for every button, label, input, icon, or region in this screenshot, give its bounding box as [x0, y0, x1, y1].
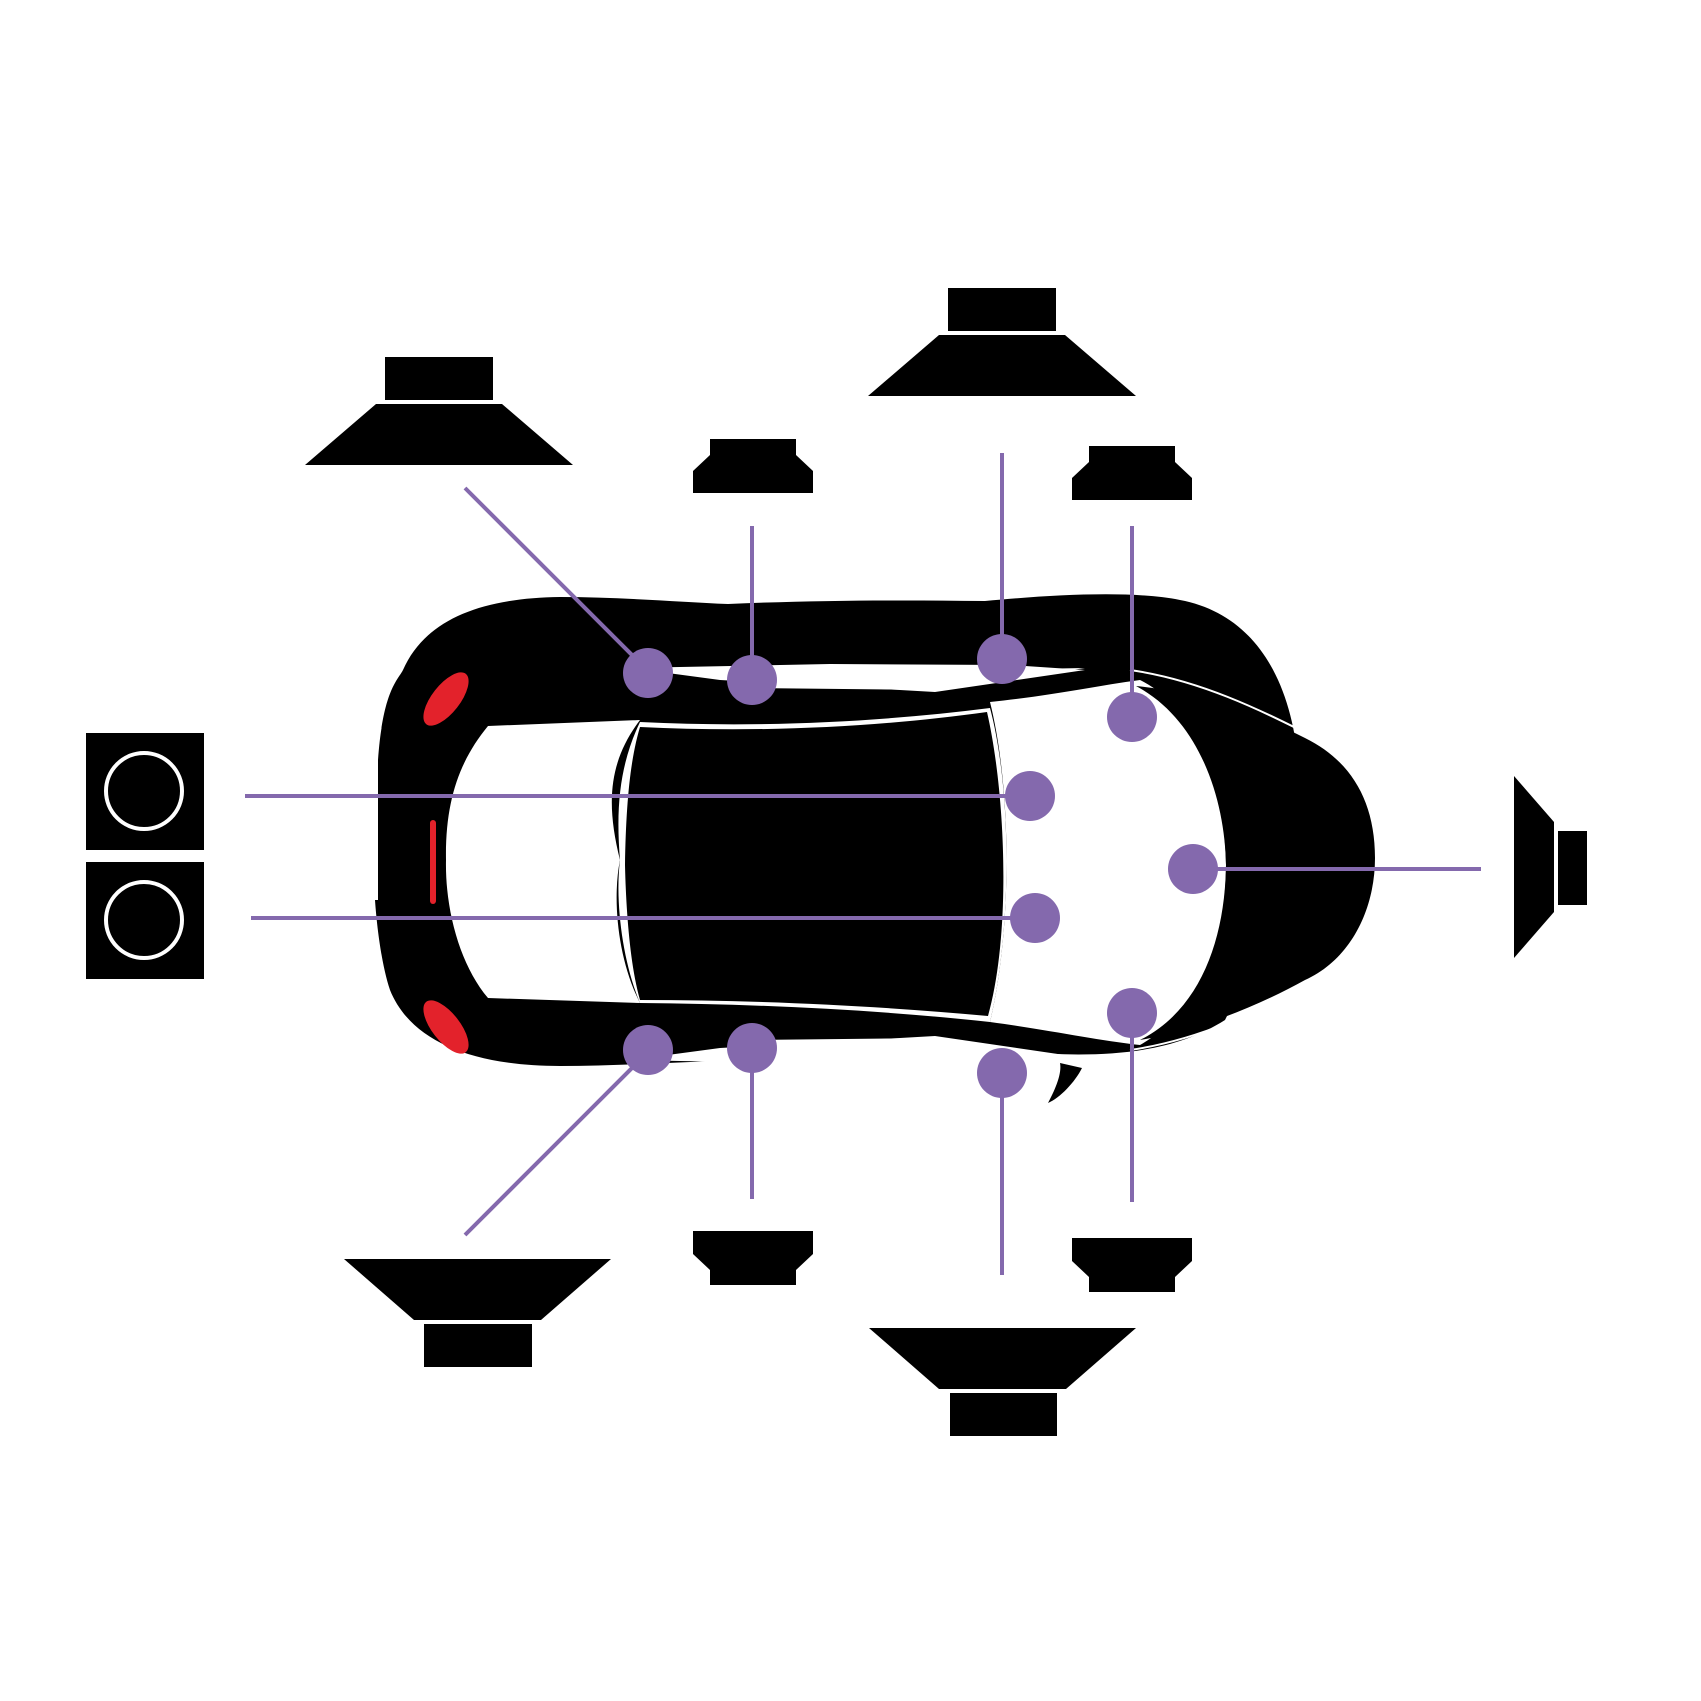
dot-center	[1168, 844, 1218, 894]
windshield	[990, 680, 1226, 1045]
speaker-position-dots	[623, 634, 1218, 1098]
connector-lines	[245, 453, 1481, 1275]
large-speaker-icon	[344, 1259, 611, 1367]
dot-front-tweeter-upper	[1107, 692, 1157, 742]
headlight-upper	[1296, 670, 1344, 726]
large-speaker-icon	[869, 1328, 1136, 1436]
dot-front-door-upper	[977, 634, 1027, 684]
car-top-view-icon	[375, 594, 1380, 1103]
tweeter-icon	[693, 439, 813, 493]
dot-rear-tweeter-upper	[727, 655, 777, 705]
dot-rear-tweeter-lower	[727, 1023, 777, 1073]
mirror-upper	[1048, 615, 1082, 655]
hood-outline	[1129, 669, 1380, 1051]
line-top-left-large	[463, 486, 650, 673]
tweeter-icon	[1072, 446, 1192, 500]
rear-brake-light	[430, 820, 436, 904]
tail-light-lower	[423, 1000, 469, 1054]
large-speaker-icon	[305, 357, 573, 465]
subwoofer-icon	[86, 733, 204, 850]
hood	[1136, 686, 1375, 1040]
dot-sub-lower	[1010, 893, 1060, 943]
tail-light-upper	[423, 672, 469, 726]
rear-window	[445, 720, 640, 1003]
line-bottom-left-large	[463, 1050, 650, 1237]
dot-rear-door-lower	[623, 1025, 673, 1075]
side-speaker-icon	[1514, 776, 1587, 958]
subwoofer-icon	[86, 862, 204, 979]
dot-rear-door-upper	[623, 648, 673, 698]
headlight-lower	[1296, 1002, 1344, 1058]
tweeter-icon	[1072, 1238, 1192, 1292]
tweeter-icon	[693, 1231, 813, 1285]
large-speaker-icon	[868, 288, 1136, 396]
dot-sub-upper	[1005, 771, 1055, 821]
roof	[625, 712, 1004, 1016]
dot-front-door-lower	[977, 1048, 1027, 1098]
dot-front-tweeter-lower	[1107, 988, 1157, 1038]
mirror-lower	[1048, 1063, 1082, 1103]
